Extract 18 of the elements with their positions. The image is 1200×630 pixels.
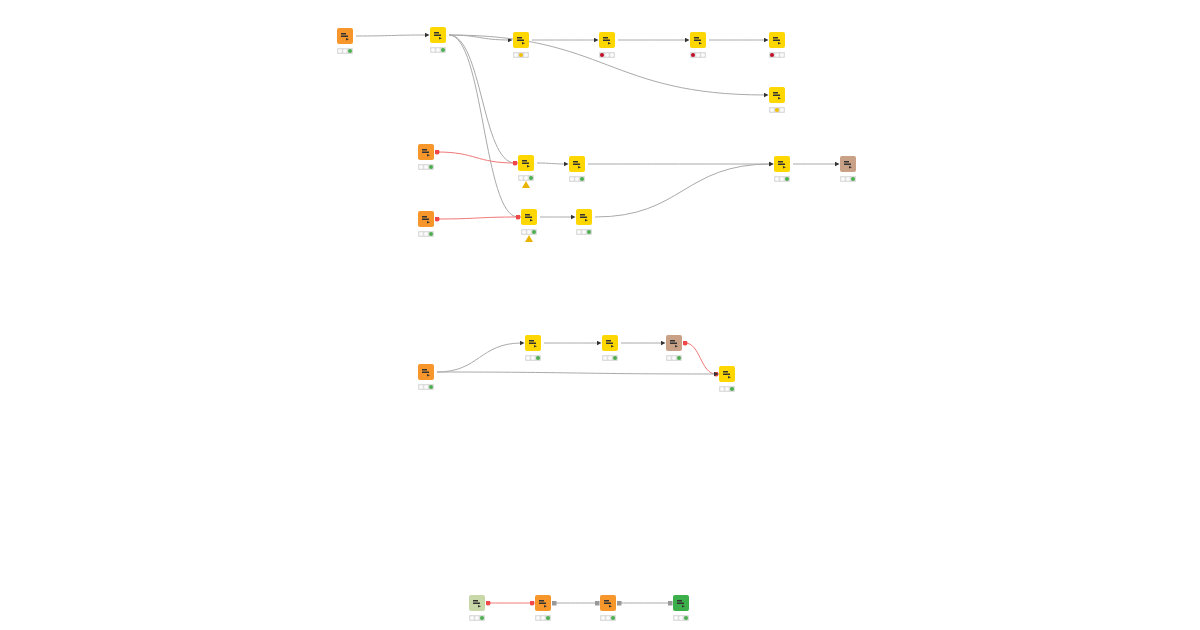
- arrow: [536, 161, 569, 167]
- arrow: [543, 340, 602, 346]
- arrow: [620, 340, 666, 346]
- arrow: [594, 161, 774, 218]
- arrow: [539, 214, 576, 220]
- arrow: [436, 371, 719, 377]
- connection-line: [551, 600, 600, 606]
- arrow: [792, 161, 840, 167]
- connection-line: [616, 600, 673, 606]
- connection-line: [682, 340, 719, 377]
- connection-line: [434, 214, 521, 222]
- arrow: [355, 32, 430, 38]
- arrow: [617, 37, 690, 43]
- connection-line: [434, 149, 518, 166]
- arrow: [436, 340, 525, 373]
- arrow: [531, 37, 599, 43]
- arrow: [708, 37, 769, 43]
- connection-line: [485, 600, 535, 606]
